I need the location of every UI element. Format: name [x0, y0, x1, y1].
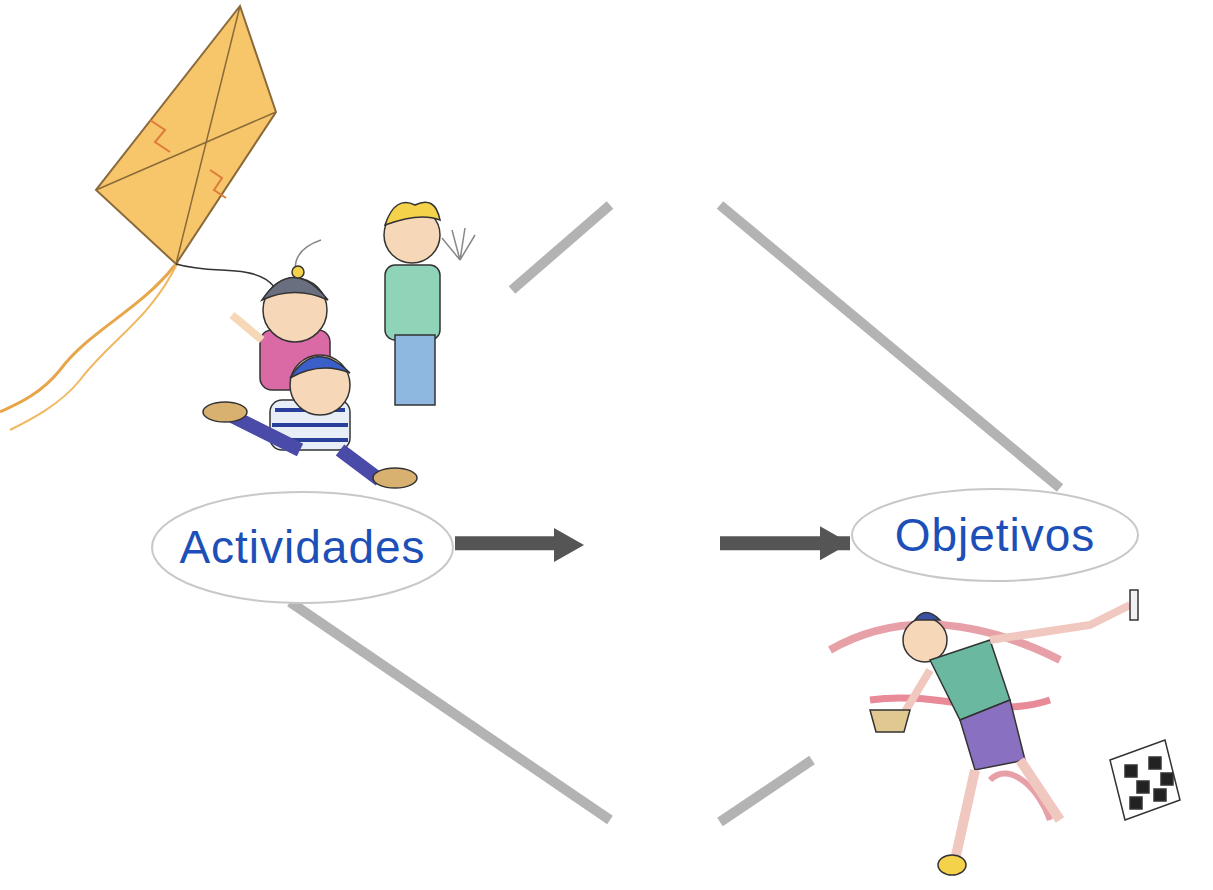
ellipse-node: Objetivos — [850, 487, 1140, 583]
arrow-head — [554, 528, 584, 562]
runner-legs — [955, 760, 1060, 860]
frame-line — [720, 760, 812, 822]
runner-shorts — [960, 700, 1025, 770]
shoe — [373, 468, 417, 488]
node-label: Objetivos — [895, 510, 1096, 561]
frame-line — [512, 205, 610, 290]
ellipse-outline — [852, 489, 1138, 581]
child-legs — [230, 415, 380, 480]
child-hair — [262, 278, 328, 301]
flowers — [442, 228, 475, 260]
flag-stick — [1130, 590, 1138, 620]
runner-head — [903, 618, 947, 662]
kite-spar — [96, 112, 276, 190]
checkered-flag — [1110, 740, 1180, 820]
kite-pattern — [150, 120, 226, 198]
child-hair — [385, 202, 440, 225]
flow-arrow — [455, 536, 850, 550]
kite-spar — [176, 6, 240, 264]
runner-arms — [900, 605, 1130, 720]
frame-line — [290, 602, 610, 820]
trophy — [870, 710, 910, 732]
child-body — [385, 265, 440, 340]
frame-line — [720, 205, 1060, 488]
kite-tail — [0, 265, 175, 412]
node-label: Actividades — [179, 522, 425, 573]
kite-tail — [10, 262, 178, 430]
shoe — [938, 855, 966, 875]
runner-hair — [915, 613, 940, 621]
hair-tie — [292, 266, 304, 278]
child-legs — [395, 335, 435, 405]
child-head — [263, 278, 327, 342]
kite-body — [96, 6, 276, 264]
kite-illustration — [0, 6, 290, 430]
children-illustration — [203, 202, 475, 488]
child-hair — [290, 357, 350, 378]
shoe — [203, 402, 247, 422]
runner-illustration — [830, 590, 1180, 875]
ellipse-outline — [152, 492, 453, 603]
ellipse-node: Actividades — [150, 490, 455, 605]
child-arm — [232, 315, 262, 340]
child-head — [290, 355, 350, 415]
